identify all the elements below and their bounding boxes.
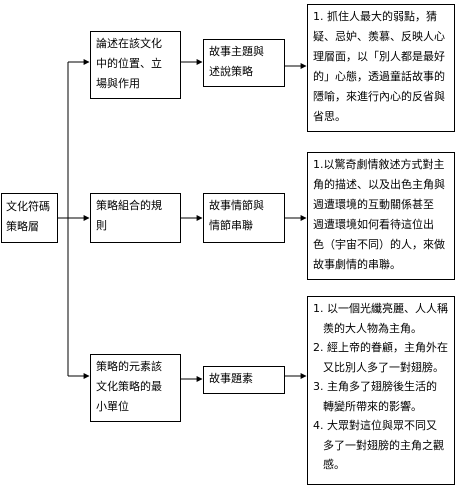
detail-3-item-3-line-2: 轉變所帶來的影響。 — [323, 399, 422, 413]
detail-2-line-3: 週遭環境的互動關係甚至 — [313, 198, 434, 211]
root-node-line-1: 文化符碼 — [6, 200, 50, 213]
category-node-3: 策略的元素該 文化策略的最 小單位 — [90, 354, 181, 422]
detail-3-item-4-line-1: 4. 大眾對這位與眾不同又 — [313, 419, 437, 432]
topic-node-3: 故事題素 — [203, 366, 285, 394]
detail-2-line-2: 角的描述、以及出色主角與 — [313, 178, 445, 191]
root-node: 文化符碼 策略層 — [1, 193, 58, 243]
detail-3-item-1-line-1: 1. 以一個光纖亮麗、人人稱 — [313, 302, 448, 315]
detail-2-line-4: 週遭環境如何看待這位出 — [313, 218, 434, 231]
detail-2-line-6: 故事劇情的串聯。 — [313, 258, 401, 271]
topic-1-line-1: 故事主題與 — [209, 45, 264, 58]
topic-3-line-1: 故事題素 — [209, 372, 253, 385]
detail-1-line-6: 省思。 — [313, 110, 346, 123]
detail-2-line-1: 1.以驚奇劇情敘述方式對主 — [313, 158, 445, 171]
detail-1-line-5: 隱喻，來進行內心的反省與 — [313, 90, 445, 103]
detail-3-item-1-line-2: 羨的大人物為主角。 — [323, 321, 422, 335]
category-node-1: 論述在該文化 中的位置、立 場與作用 — [90, 31, 181, 99]
category-3-line-3: 小單位 — [96, 400, 129, 413]
category-node-2: 策略組合的規 則 — [90, 193, 181, 243]
category-1-line-1: 論述在該文化 — [96, 37, 162, 50]
detail-3-item-1: 1. 以一個光纖亮麗、人人稱 羨的大人物為主角。 — [313, 299, 449, 338]
topic-2-line-1: 故事情節與 — [209, 199, 264, 212]
detail-node-2: 1.以驚奇劇情敘述方式對主 角的描述、以及出色主角與 週遭環境的互動關係甚至 週… — [307, 152, 455, 280]
topic-node-2: 故事情節與 情節串聯 — [203, 193, 285, 243]
detail-3-item-4-line-2: 多了一對翅膀的主角之觀 — [323, 438, 444, 452]
category-3-line-1: 策略的元素該 — [96, 360, 162, 373]
detail-2-line-5: 色（宇宙不同）的人，來做 — [313, 238, 445, 251]
category-2-line-2: 則 — [96, 219, 107, 232]
detail-3-item-2-line-2: 又比別人多了一對翅膀。 — [323, 360, 444, 374]
detail-1-line-3: 理層面，以「別人都是最好 — [313, 50, 445, 63]
detail-1-line-2: 疑、忌妒、羨慕、反映人心 — [313, 30, 445, 43]
topic-node-1: 故事主題與 述說策略 — [203, 39, 285, 87]
topic-2-line-2: 情節串聯 — [209, 219, 253, 232]
detail-1-line-4: 的」心態，透過童話故事的 — [313, 70, 445, 83]
root-node-line-2: 策略層 — [6, 220, 39, 233]
detail-3-item-3-line-1: 3. 主角多了翅膀後生活的 — [313, 380, 437, 393]
detail-3-item-4-line-3: 感。 — [323, 458, 345, 471]
detail-node-1: 1. 抓住人最大的弱點，猜 疑、忌妒、羨慕、反映人心 理層面，以「別人都是最好 … — [307, 4, 455, 132]
detail-3-item-2: 2. 經上帝的眷顧，主角外在 又比別人多了一對翅膀。 — [313, 338, 449, 377]
detail-3-item-4: 4. 大眾對這位與眾不同又 多了一對翅膀的主角之觀 感。 — [313, 416, 449, 475]
category-3-line-2: 文化策略的最 — [96, 380, 162, 393]
detail-3-list: 1. 以一個光纖亮麗、人人稱 羨的大人物為主角。 2. 經上帝的眷顧，主角外在 … — [313, 299, 449, 475]
detail-node-3: 1. 以一個光纖亮麗、人人稱 羨的大人物為主角。 2. 經上帝的眷顧，主角外在 … — [307, 296, 455, 485]
detail-3-item-2-line-1: 2. 經上帝的眷顧，主角外在 — [313, 341, 448, 354]
topic-1-line-2: 述說策略 — [209, 65, 253, 78]
detail-3-item-3: 3. 主角多了翅膀後生活的 轉變所帶來的影響。 — [313, 377, 449, 416]
detail-1-line-1: 1. 抓住人最大的弱點，猜 — [313, 10, 437, 23]
category-2-line-1: 策略組合的規 — [96, 199, 162, 212]
category-1-line-3: 場與作用 — [96, 77, 140, 90]
category-1-line-2: 中的位置、立 — [96, 57, 162, 70]
